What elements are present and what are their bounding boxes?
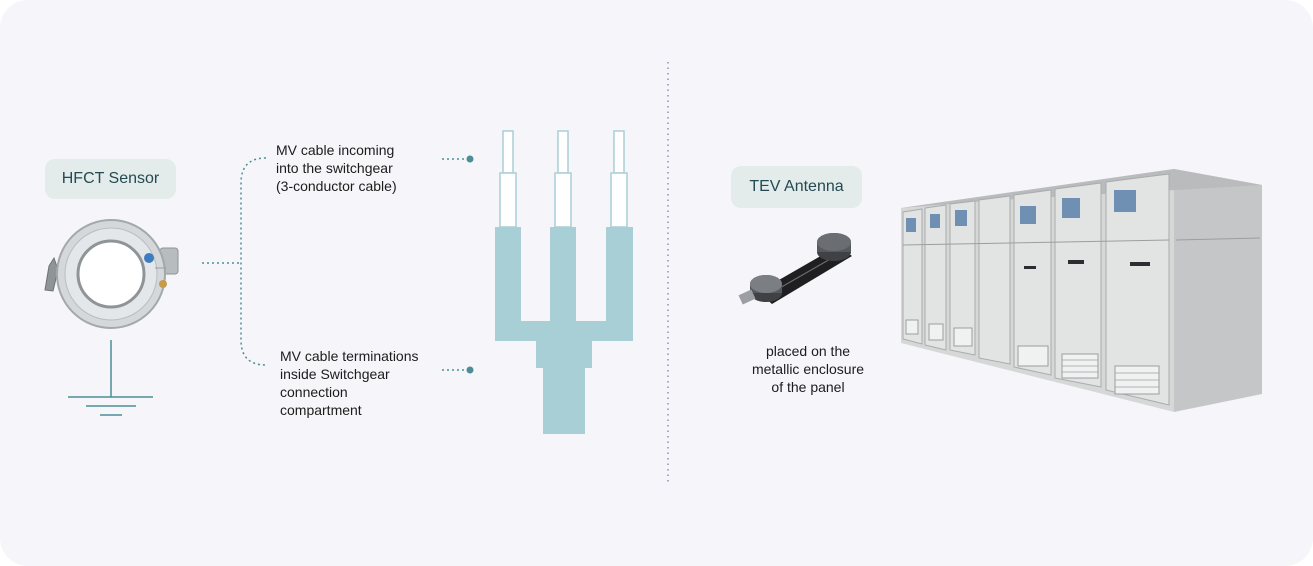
pointer-dot-incoming — [466, 155, 474, 163]
pointer-dot-termination — [466, 366, 474, 374]
cable-incoming-label: MV cable incoming into the switchgear (3… — [276, 142, 397, 194]
tev-antenna-icon — [738, 233, 852, 305]
tev-antenna-caption: placed on the metallic enclosure of the … — [751, 343, 865, 395]
switchgear-panel-icon — [901, 169, 1262, 412]
hfct-sensor-icon — [44, 219, 179, 329]
hfct-connector-lines — [202, 157, 267, 366]
hfct-sensor-title: HFCT Sensor — [45, 159, 176, 199]
ground-symbol-icon — [68, 340, 153, 416]
cable-termination-label: MV cable terminations inside Switchgear … — [280, 348, 419, 418]
cable-diagram-icon — [495, 130, 633, 434]
tev-antenna-title: TEV Antenna — [731, 166, 862, 208]
cable-pointers — [442, 158, 466, 371]
